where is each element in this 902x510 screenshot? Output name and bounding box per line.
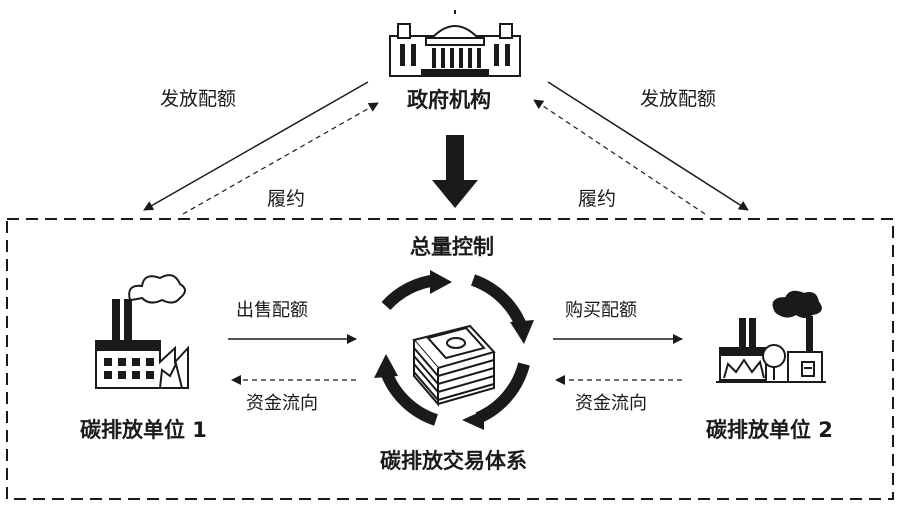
buy-allowance-label: 购买配额 bbox=[565, 300, 637, 321]
government-building-icon bbox=[389, 10, 521, 77]
issue-label-left: 发放配额 bbox=[160, 88, 237, 110]
trading-system-label: 碳排放交易体系 bbox=[380, 449, 527, 473]
emitter-2-label: 碳排放单位 2 bbox=[706, 418, 833, 442]
comply-arrow-left bbox=[182, 102, 379, 215]
government-label: 政府机构 bbox=[407, 88, 491, 112]
comply-label-left: 履约 bbox=[267, 188, 306, 210]
money-cycle-icon bbox=[374, 270, 534, 430]
money-flow-label-right: 资金流向 bbox=[575, 393, 647, 414]
cap-control-arrow bbox=[432, 135, 478, 208]
cap-control-label: 总量控制 bbox=[410, 235, 494, 259]
emitter-1-label: 碳排放单位 1 bbox=[80, 418, 207, 442]
money-flow-label-left: 资金流向 bbox=[246, 393, 318, 414]
issue-arrow-right bbox=[547, 81, 749, 211]
issue-arrow-left bbox=[143, 81, 369, 211]
issue-label-right: 发放配额 bbox=[640, 88, 717, 110]
sell-allowance-label: 出售配额 bbox=[236, 300, 308, 321]
factory-icon bbox=[95, 274, 189, 389]
factory-tree-icon bbox=[716, 290, 826, 383]
market-boundary bbox=[6, 218, 894, 500]
comply-label-right: 履约 bbox=[578, 188, 617, 210]
comply-arrow-right bbox=[533, 99, 706, 215]
